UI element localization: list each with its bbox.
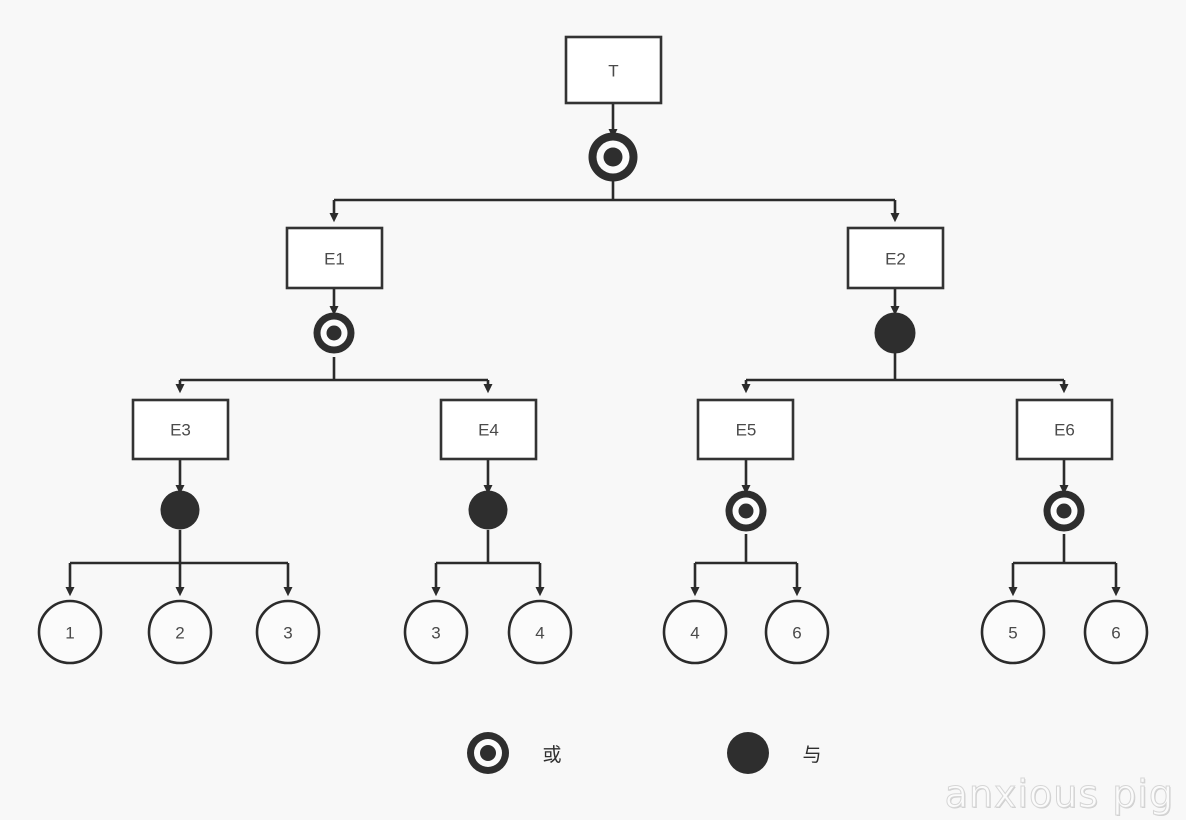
node-E2[interactable]: E2 (846, 226, 945, 290)
node-box-E4[interactable] (439, 398, 538, 461)
or-gate-icon-E5[interactable] (725, 490, 767, 532)
legend-label-or: 或 (542, 744, 561, 766)
or-gate-icon-T[interactable] (588, 132, 638, 182)
node-box-E2[interactable] (846, 226, 945, 290)
basic-event-9[interactable]: 6 (1083, 599, 1149, 665)
basic-event-5[interactable]: 4 (507, 599, 573, 665)
gate-layer (160, 132, 1085, 532)
node-E6[interactable]: E6 (1015, 398, 1114, 461)
basic-event-6[interactable]: 4 (662, 599, 728, 665)
node-box-E6[interactable] (1015, 398, 1114, 461)
node-label-E2: E2 (885, 250, 906, 269)
basic-event-label-4: 3 (431, 624, 440, 643)
node-T[interactable]: T (564, 35, 663, 105)
basic-event-label-1: 1 (65, 624, 74, 643)
legend-item-or: 或 (467, 732, 562, 774)
basic-event-8[interactable]: 5 (980, 599, 1046, 665)
basic-event-2[interactable]: 2 (147, 599, 213, 665)
node-E3[interactable]: E3 (131, 398, 230, 461)
legend-label-and: 与 (802, 744, 821, 766)
node-box-E1[interactable] (285, 226, 384, 290)
node-box-layer: T E1 E2 E3 E4 E5 E6 (131, 35, 1114, 461)
basic-event-label-6: 4 (690, 624, 699, 643)
node-label-T: T (608, 62, 618, 81)
basic-event-3[interactable]: 3 (255, 599, 321, 665)
and-gate-icon-E3[interactable] (160, 490, 200, 530)
basic-event-4[interactable]: 3 (403, 599, 469, 665)
basic-event-label-9: 6 (1111, 624, 1120, 643)
and-gate-icon-E2[interactable] (874, 312, 916, 354)
node-label-E4: E4 (478, 421, 499, 440)
basic-event-label-7: 6 (792, 624, 801, 643)
and-gate-icon-E4[interactable] (468, 490, 508, 530)
and-gate-icon-legend (727, 732, 769, 774)
legend-item-and: 与 (727, 732, 822, 774)
node-E1[interactable]: E1 (285, 226, 384, 290)
or-gate-icon-E1[interactable] (313, 312, 355, 354)
watermark: anxious pig (944, 772, 1174, 817)
node-label-E5: E5 (736, 421, 757, 440)
basic-event-label-3: 3 (283, 624, 292, 643)
node-box-E5[interactable] (696, 398, 795, 461)
or-gate-icon-legend (467, 732, 509, 774)
basic-event-1[interactable]: 1 (37, 599, 103, 665)
node-E4[interactable]: E4 (439, 398, 538, 461)
basic-event-label-5: 4 (535, 624, 544, 643)
node-E5[interactable]: E5 (696, 398, 795, 461)
basic-event-label-2: 2 (175, 624, 184, 643)
basic-event-layer: 1 2 3 3 4 4 6 5 (37, 599, 1149, 665)
node-box-E3[interactable] (131, 398, 230, 461)
legend: 或 与 (467, 732, 822, 774)
basic-event-7[interactable]: 6 (764, 599, 830, 665)
connector-layer (65, 103, 1121, 597)
or-gate-icon-E6[interactable] (1043, 490, 1085, 532)
node-label-E3: E3 (170, 421, 191, 440)
node-label-E1: E1 (324, 250, 345, 269)
node-label-E6: E6 (1054, 421, 1075, 440)
node-box-T[interactable] (564, 35, 663, 105)
basic-event-label-8: 5 (1008, 624, 1017, 643)
